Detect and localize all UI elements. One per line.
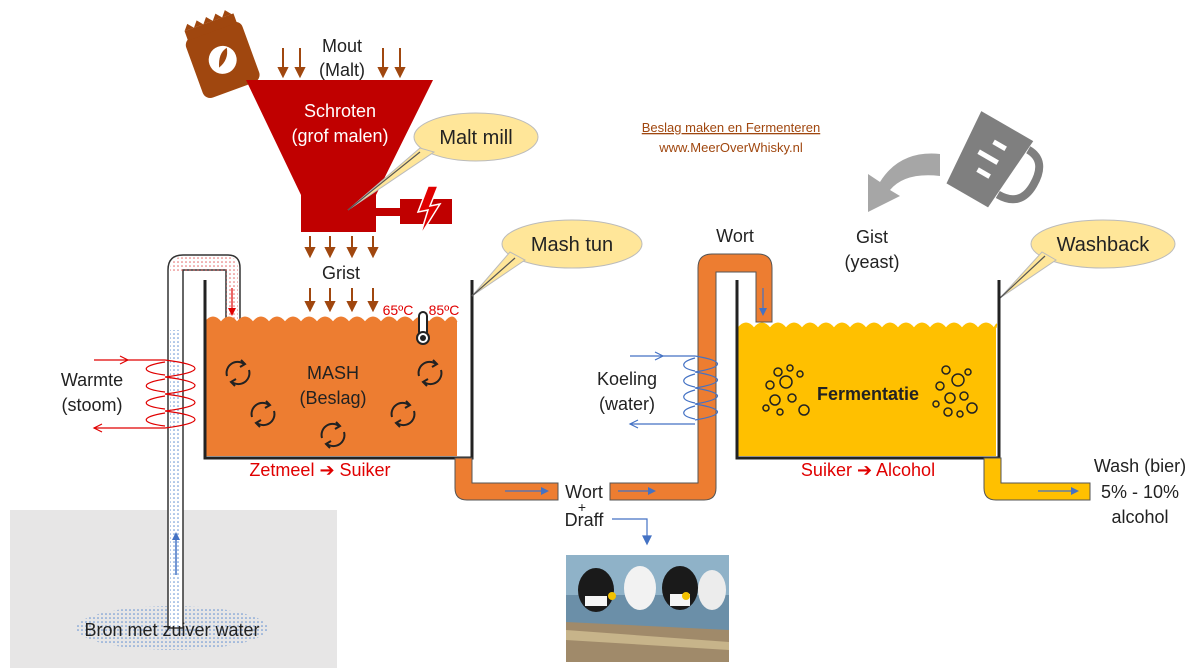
yeast-label: Gist: [856, 227, 888, 247]
hopper-label: Schroten: [304, 101, 376, 121]
malt-label-en: (Malt): [319, 60, 365, 80]
washback: [735, 280, 1091, 501]
heat-label-steam: (stoom): [61, 395, 122, 415]
transfer-plus-label: +: [578, 499, 586, 515]
mash-conversion: Zetmeel ➔ Suiker: [249, 460, 390, 480]
yeast-label-en: (yeast): [844, 252, 899, 272]
malt-arrows: [277, 48, 406, 79]
heating-coil: [92, 355, 196, 433]
fermentation-label: Fermentatie: [817, 384, 919, 404]
stir-arrows: [225, 359, 443, 449]
credit-url: www.MeerOverWhisky.nl: [658, 140, 803, 155]
draff-label: Draff: [565, 510, 605, 530]
fermentation-conversion: Suiker ➔ Alcohol: [801, 460, 935, 480]
water-source-label: Bron met zuiver water: [84, 620, 259, 640]
temp-high: 85ºC: [429, 302, 460, 318]
wash-percent: 5% - 10%: [1101, 482, 1179, 502]
callout-malt-mill-shape: [347, 112, 539, 211]
hopper-label-sub: (grof malen): [291, 126, 388, 146]
grist-arrows: [304, 236, 379, 313]
cooling-label: Koeling: [597, 369, 657, 389]
callout-mash-tun: Mash tun: [531, 234, 613, 256]
grist-label: Grist: [322, 263, 360, 283]
callout-washback-shape: [999, 219, 1176, 299]
yeast-jug-icon: [946, 111, 1044, 208]
mash-label: MASH: [307, 363, 359, 383]
credit-title: Beslag maken en Fermenteren: [642, 120, 820, 135]
malt-bag-icon: [184, 10, 260, 98]
malt-label: Mout: [322, 36, 362, 56]
bubbles-left: [762, 364, 810, 416]
cooling-label-water: (water): [599, 394, 655, 414]
thermometer-icon: [416, 311, 430, 345]
temp-low: 65ºC: [383, 302, 414, 318]
wash-label: Wash (bier): [1094, 456, 1186, 476]
callout-malt-mill: Malt mill: [439, 127, 512, 149]
callout-washback: Washback: [1057, 234, 1151, 256]
callout-mash-tun-shape: [471, 219, 643, 297]
cooling-coil: [628, 351, 718, 429]
mash-tun: [203, 280, 559, 501]
wash-alcohol: alcohol: [1111, 507, 1168, 527]
yeast-curved-arrow: [868, 153, 940, 212]
malt-mill: [246, 80, 452, 237]
lightning-icon: [416, 185, 442, 237]
heat-label: Warmte: [61, 370, 123, 390]
draff-arrow: [612, 518, 652, 546]
bubbles-right: [932, 365, 978, 418]
wort-top-label: Wort: [716, 226, 754, 246]
wort-pipe: [609, 253, 773, 501]
transfer-wort-label: Wort: [565, 482, 603, 502]
mash-label-nl: (Beslag): [299, 388, 366, 408]
cattle-feeding-photo: [566, 555, 729, 662]
